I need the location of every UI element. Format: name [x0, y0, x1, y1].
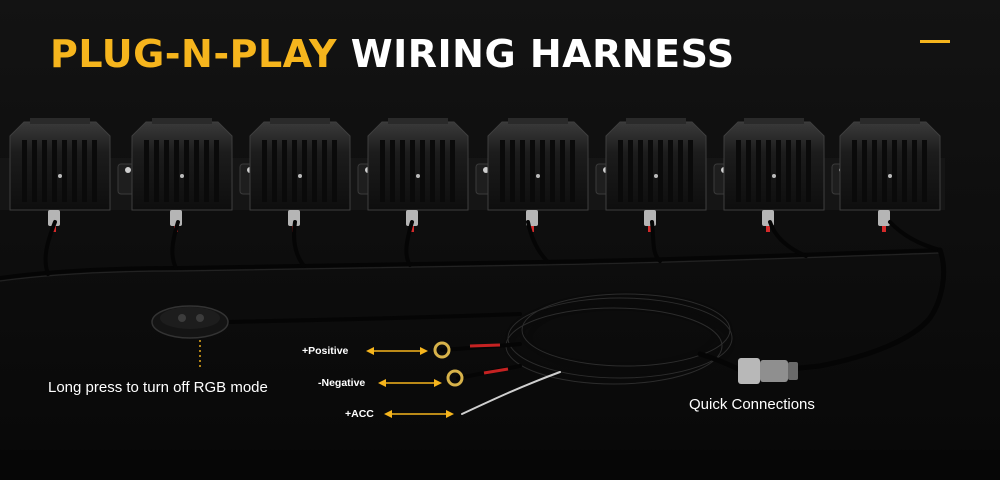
acc-label: +ACC: [345, 408, 374, 420]
title-rest: WIRING HARNESS: [350, 32, 735, 76]
light-pod: [487, 118, 589, 232]
light-pod: [839, 118, 941, 232]
label-arrows: [366, 347, 454, 418]
quick-connections-label: Quick Connections: [689, 396, 815, 413]
positive-label: +Positive: [302, 345, 349, 357]
light-pod: [249, 118, 351, 232]
page-title: PLUG-N-PLAY WIRING HARNESS: [50, 32, 735, 76]
light-pod: [723, 118, 825, 232]
ring-terminals: [433, 341, 464, 387]
light-pod: [367, 118, 469, 232]
light-pod: [9, 118, 111, 232]
light-pod: [131, 118, 233, 232]
accent-dash: [920, 40, 950, 43]
quick-connector: [738, 358, 798, 384]
switch-label: Long press to turn off RGB mode: [48, 379, 268, 396]
negative-label: -Negative: [318, 377, 366, 389]
title-accent: PLUG-N-PLAY: [50, 32, 337, 76]
light-pods: [9, 118, 941, 232]
rgb-switch: [151, 305, 229, 339]
light-pod: [605, 118, 707, 232]
